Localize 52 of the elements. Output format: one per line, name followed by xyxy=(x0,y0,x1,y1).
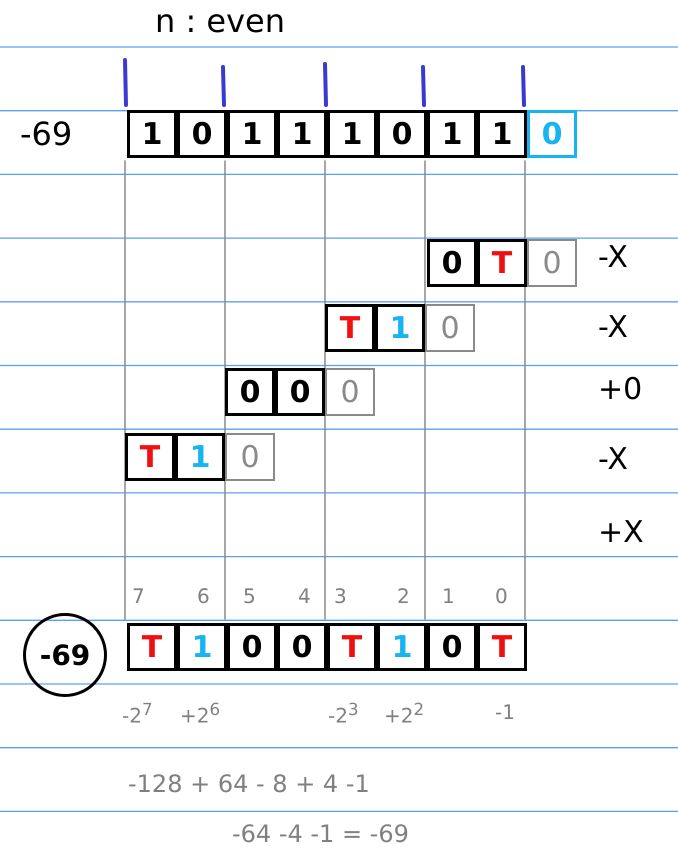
circled-number: -69 xyxy=(23,613,107,697)
bit-cell: 1 xyxy=(327,110,377,158)
bit-cell: 1 xyxy=(127,110,177,158)
bit-cell: 1 xyxy=(277,110,327,158)
power-term: +2$^{2}$ xyxy=(384,700,424,728)
power-term: -2$^{3}$ xyxy=(328,700,359,728)
bit-cell: 0 xyxy=(277,623,327,671)
bit-index: 0 xyxy=(495,584,508,608)
bit-cell: T xyxy=(125,433,175,481)
bit-cell: 0 xyxy=(527,239,577,287)
title: n : even xyxy=(155,2,285,40)
bit-cell: 0 xyxy=(227,623,277,671)
bit-cell: 0 xyxy=(427,239,477,287)
bit-cell: 0 xyxy=(225,368,275,416)
bit-index: 5 xyxy=(243,584,256,608)
bit-cell: 0 xyxy=(275,368,325,416)
power-term: +2$^{6}$ xyxy=(180,700,220,728)
bit-cell: 0 xyxy=(177,110,227,158)
bit-index: 7 xyxy=(132,584,145,608)
bit-cell: 0 xyxy=(527,110,577,158)
operation-label: +X xyxy=(598,515,644,550)
bit-cell: 0 xyxy=(225,433,275,481)
bit-cell: 0 xyxy=(425,304,475,352)
bit-index: 1 xyxy=(442,584,455,608)
bit-cell: 1 xyxy=(177,623,227,671)
operation-label: +0 xyxy=(598,372,642,407)
bit-index: 4 xyxy=(298,584,311,608)
sum-expression: -128 + 64 - 8 + 4 -1 xyxy=(128,770,370,798)
bit-cell: 0 xyxy=(325,368,375,416)
bit-cell: 1 xyxy=(175,433,225,481)
bit-index: 6 xyxy=(197,584,210,608)
bit-cell: T xyxy=(325,304,375,352)
bit-cell: T xyxy=(477,623,527,671)
bit-cell: 1 xyxy=(427,110,477,158)
bit-cell: 0 xyxy=(377,110,427,158)
operation-label: -X xyxy=(598,442,628,477)
bit-cell: T xyxy=(477,239,527,287)
bit-index: 2 xyxy=(397,584,410,608)
power-term: -2$^{7}$ xyxy=(122,700,153,728)
bit-cell: T xyxy=(127,623,177,671)
bit-cell: 1 xyxy=(375,304,425,352)
bit-index: 3 xyxy=(334,584,347,608)
bit-cell: T xyxy=(327,623,377,671)
row-label: -69 xyxy=(20,115,72,153)
operation-label: -X xyxy=(598,310,628,345)
power-term: -1 xyxy=(495,700,515,724)
bit-cell: 0 xyxy=(427,623,477,671)
bit-cell: 1 xyxy=(227,110,277,158)
bit-cell: 1 xyxy=(377,623,427,671)
operation-label: -X xyxy=(598,240,628,275)
bit-cell: 1 xyxy=(477,110,527,158)
sum-expression: -64 -4 -1 = -69 xyxy=(232,820,409,848)
